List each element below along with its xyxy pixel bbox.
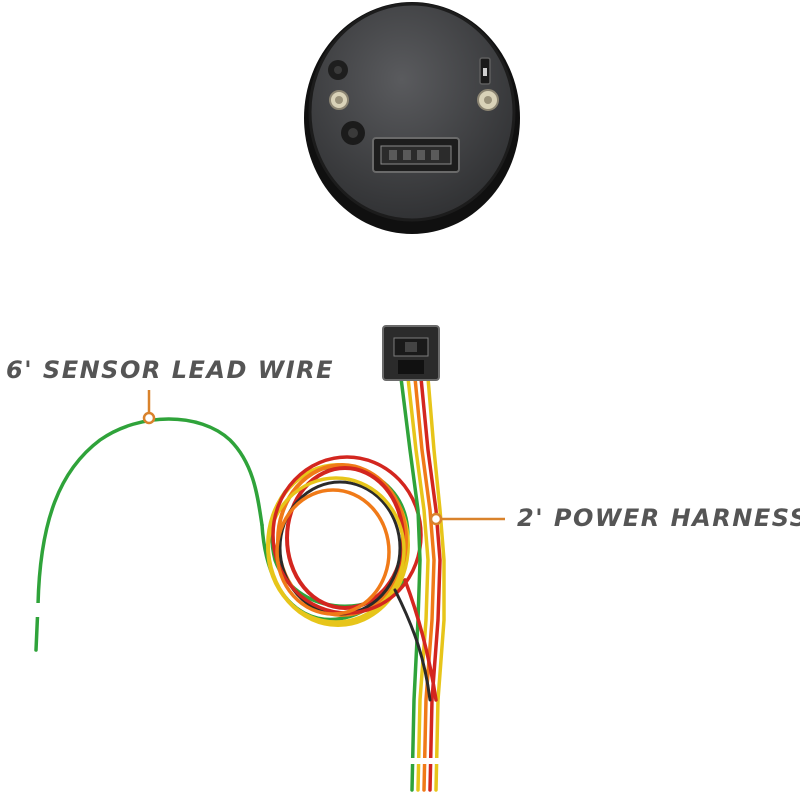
sensor-lead-leader [142, 390, 156, 425]
gauge-stud-left [329, 90, 349, 110]
gauge-stud-right [477, 89, 499, 111]
sensor-lead-wire-label: 6' SENSOR LEAD WIRE [6, 356, 335, 384]
power-harness-label: 2' POWER HARNESS [517, 504, 800, 532]
power-harness-wires [393, 376, 446, 792]
power-harness-coil [266, 455, 423, 627]
power-harness-leader [429, 512, 505, 526]
gauge-connector-socket [372, 137, 460, 173]
gauge-back [304, 2, 520, 234]
harness-connector-plug [382, 325, 440, 381]
